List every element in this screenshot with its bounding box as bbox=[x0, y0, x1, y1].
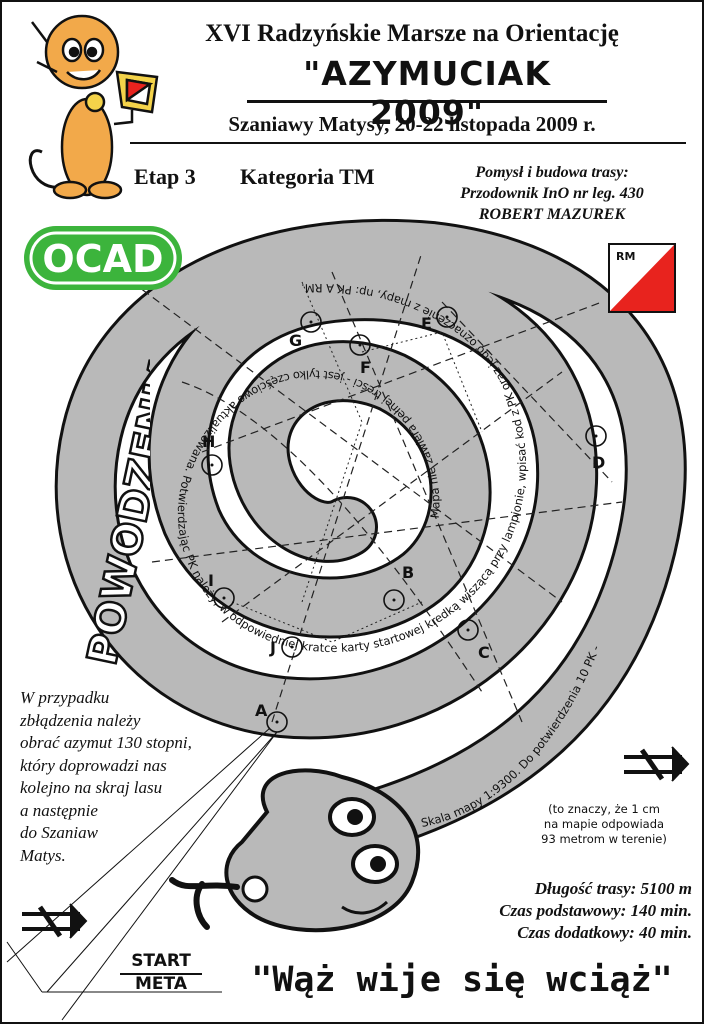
scale-note-line: 93 metrom w terenie) bbox=[541, 832, 667, 846]
slogan: "Wąż wije się wciąż" bbox=[251, 960, 673, 1000]
control-point-center bbox=[290, 645, 294, 649]
finish-label: META bbox=[135, 974, 187, 994]
control-point-circle bbox=[281, 636, 303, 658]
map-tracks bbox=[231, 281, 483, 643]
lost-note-line: obrać azymut 130 stopni, bbox=[20, 733, 192, 752]
control-point-label: C bbox=[478, 643, 490, 662]
good-luck-label: POWODZENIA!!! bbox=[78, 293, 150, 669]
author-line-1: Pomysł i budowa trasy: bbox=[475, 164, 629, 181]
lost-note-line: zbłądzenia należy bbox=[20, 710, 141, 730]
lost-note-line: a następnie bbox=[20, 800, 98, 820]
lost-note-line: kolejno na skraj lasu bbox=[20, 778, 163, 797]
north-arrow-left bbox=[22, 903, 88, 939]
start-label: START bbox=[131, 951, 191, 971]
control-point-label: H bbox=[202, 432, 215, 451]
event-title: XVI Radzyńskie Marsze na Orientację bbox=[205, 20, 619, 47]
control-point-center bbox=[392, 598, 396, 602]
control-point-center bbox=[594, 434, 598, 438]
route-author: Pomysł i budowa trasy: Przodownik InO nr… bbox=[422, 162, 682, 225]
control-point-center bbox=[275, 720, 279, 724]
control-point-center bbox=[466, 628, 470, 632]
ocad-logo-text: OCAD bbox=[42, 237, 163, 281]
rm-label: RM bbox=[616, 250, 635, 263]
control-point-center bbox=[222, 596, 226, 600]
control-point-label: J bbox=[269, 638, 276, 657]
control-point-g: G bbox=[289, 311, 322, 350]
control-point-center bbox=[358, 343, 362, 347]
scale-note-line: (to znaczy, że 1 cm bbox=[548, 802, 660, 816]
title-underline bbox=[247, 100, 607, 103]
control-point-d: D bbox=[585, 425, 607, 472]
route-stats: Długość trasy: 5100 m Czas podstawowy: 1… bbox=[382, 878, 692, 944]
category-label: Kategoria TM bbox=[240, 164, 375, 189]
lost-note-line: W przypadku bbox=[20, 688, 110, 707]
control-point-circle bbox=[457, 619, 479, 641]
author-line-2: Przodownik InO nr leg. 430 bbox=[460, 185, 644, 202]
start-finish-label: START META bbox=[115, 952, 207, 994]
control-point-circle bbox=[201, 454, 223, 476]
control-point-circle bbox=[585, 425, 607, 447]
control-point-label: D bbox=[592, 453, 605, 472]
control-points: A B C D E F G H I J bbox=[201, 306, 607, 733]
author-line-3: ROBERT MAZUREK bbox=[478, 206, 626, 223]
header-divider bbox=[130, 142, 686, 144]
scale-note-line: na mapie odpowiada bbox=[543, 817, 665, 831]
lost-note-line: który doprowadzi nas bbox=[20, 755, 167, 775]
control-point-center bbox=[309, 320, 313, 324]
snake-body bbox=[54, 218, 687, 863]
control-point-center bbox=[445, 315, 449, 319]
event-place-date: Szaniawy Matysy, 20-22 listopada 2009 r. bbox=[228, 112, 596, 136]
rm-control-flag: RM bbox=[608, 243, 676, 313]
control-point-h: H bbox=[201, 432, 223, 476]
control-point-label: A bbox=[255, 701, 268, 720]
control-point-label: F bbox=[360, 358, 371, 377]
control-point-circle bbox=[383, 589, 405, 611]
map-paths bbox=[131, 251, 623, 723]
control-point-i: I bbox=[208, 571, 235, 609]
control-point-e: E bbox=[421, 306, 458, 333]
control-point-label: G bbox=[289, 331, 302, 350]
control-point-circle bbox=[349, 334, 371, 356]
lost-note-line: Matys. bbox=[20, 845, 66, 865]
snake-tongue bbox=[169, 877, 240, 930]
north-arrow-right bbox=[624, 746, 690, 782]
event-name: "AZYMUCIAK 2009" bbox=[303, 54, 551, 132]
base-time: Czas podstawowy: 140 min. bbox=[499, 901, 692, 920]
control-point-c: C bbox=[457, 619, 490, 662]
control-point-circle bbox=[300, 311, 322, 333]
route-length: Długość trasy: 5100 m bbox=[534, 879, 692, 898]
control-point-label: B bbox=[402, 563, 414, 582]
snake-nostril bbox=[241, 875, 269, 903]
control-point-j: J bbox=[269, 636, 303, 658]
control-point-label: E bbox=[421, 314, 432, 333]
control-point-f: F bbox=[349, 334, 371, 377]
ocad-logo: OCAD bbox=[24, 226, 182, 290]
extra-time: Czas dodatkowy: 40 min. bbox=[517, 923, 692, 942]
control-point-circle bbox=[213, 587, 235, 609]
control-point-center bbox=[210, 463, 214, 467]
stage-label: Etap 3 bbox=[134, 164, 196, 189]
snake-head bbox=[169, 768, 421, 933]
lost-instructions: W przypadku zbłądzenia należy obrać azym… bbox=[20, 687, 260, 867]
control-point-b: B bbox=[383, 563, 414, 611]
good-luck-text: POWODZENIA!!! bbox=[77, 292, 150, 670]
control-point-circle bbox=[436, 306, 458, 328]
start-finish-divider bbox=[120, 973, 202, 975]
lion-mascot bbox=[28, 14, 159, 200]
control-point-label: I bbox=[208, 571, 214, 590]
scale-explanation: (to znaczy, że 1 cm na mapie odpowiada 9… bbox=[514, 802, 694, 847]
snake-smile bbox=[341, 900, 389, 915]
lost-note-line: do Szaniaw bbox=[20, 823, 98, 842]
